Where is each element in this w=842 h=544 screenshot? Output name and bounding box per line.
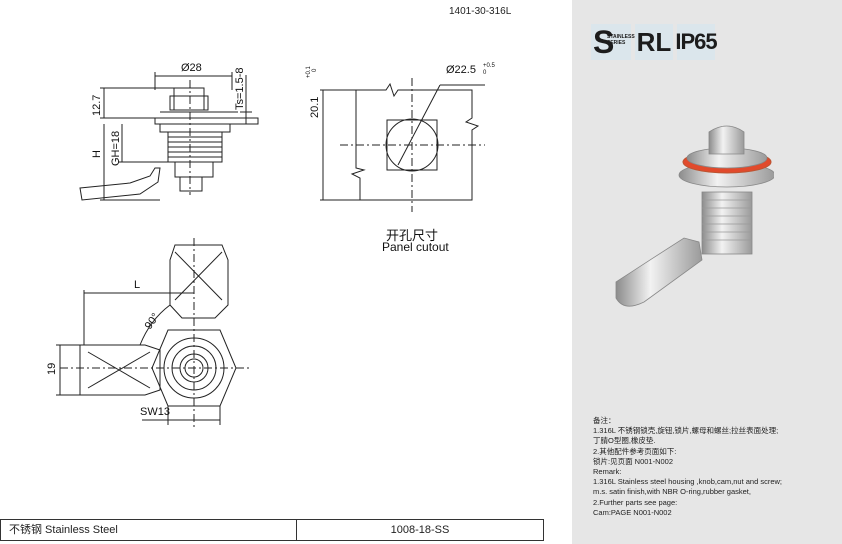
dim-l: L (134, 279, 140, 291)
dim-22-5-tol-lower: 0 (483, 70, 487, 76)
technical-drawing: Ø28 12.7 Ts=1.5-8 H GH=18 20.1 +0.1 0 Ø2… (46, 62, 496, 430)
spec-table: 不锈钢 Stainless Steel 1008-18-SS (0, 519, 544, 541)
remark-line: 2.Further parts see page: (593, 497, 678, 507)
part-number: 1401-30-316L (449, 6, 512, 17)
dim-12-7: 12.7 (91, 95, 103, 116)
dim-h: H (91, 150, 103, 158)
dim-19: 19 (46, 363, 58, 375)
remark-line: 2.其他配件参考页面如下: (593, 446, 677, 456)
remark-line: 1.316L 不锈钢锁壳,旋钮,锁片,螺母和螺丝;拉丝表面处理; (593, 426, 779, 436)
panel-cutout-view (320, 78, 485, 212)
remark-line: 丁腈O型圈,橡皮垫. (593, 436, 656, 446)
remark-line: Cam:PAGE N001-N002 (593, 507, 672, 517)
dim-sw13: SW13 (140, 406, 170, 418)
remark-line: Remark: (593, 467, 622, 477)
bottom-view (56, 238, 250, 430)
side-view (79, 72, 259, 201)
ip65-badge: IP65 (675, 24, 718, 60)
product-panel (572, 0, 842, 544)
dim-22-5-tol-upper: +0.5 (483, 63, 496, 69)
cutout-label-en: Panel cutout (382, 240, 449, 254)
dim-20-1-tol-upper: +0.1 (306, 65, 312, 78)
dim-ts: Ts=1.5-8 (234, 68, 246, 111)
rl-badge: RL (635, 24, 673, 60)
remarks: 备注： 1.316L 不锈钢锁壳,旋钮,锁片,螺母和螺丝;拉丝表面处理; 丁腈O… (593, 416, 838, 518)
dim-20-1: 20.1 (309, 97, 321, 118)
product-photo (615, 125, 774, 307)
dim-22-5: Ø22.5 (446, 64, 476, 76)
drawing-area (0, 0, 572, 544)
remark-line: m.s. satin finish,with NBR O-ring,rubber… (593, 487, 751, 497)
cutout-label-cn: 开孔尺寸 (386, 228, 439, 243)
dim-gh: GH=18 (110, 131, 122, 166)
remark-line: 1.316L Stainless steel housing ,knob,cam… (593, 477, 783, 487)
material-cell: 不锈钢 Stainless Steel (1, 520, 297, 540)
remark-line: 备注： (593, 416, 616, 425)
remark-line: 锁片:见页面 N001-N002 (593, 456, 674, 466)
code-cell: 1008-18-SS (390, 524, 450, 536)
dim-diameter-28: Ø28 (181, 62, 202, 74)
dim-20-1-tol-lower: 0 (312, 68, 318, 72)
